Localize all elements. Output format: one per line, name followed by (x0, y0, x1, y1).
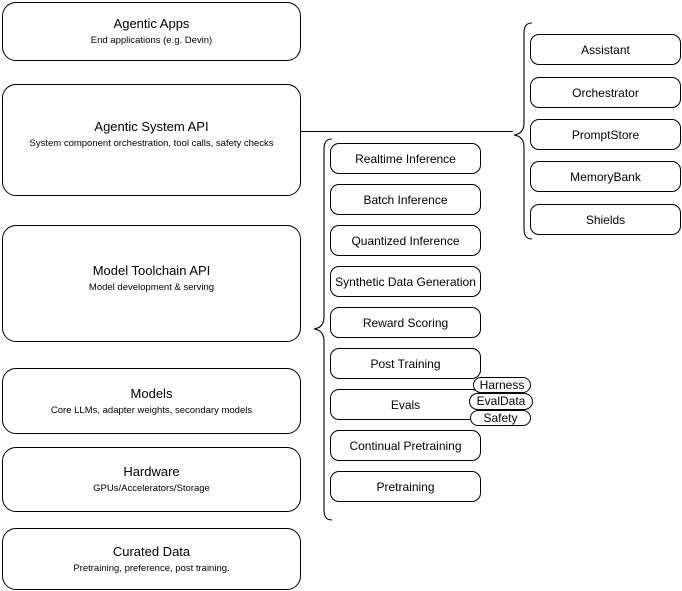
layer-title: Curated Data (112, 543, 191, 559)
component-box-assistant[interactable]: Assistant (530, 34, 681, 65)
evals-subitem-label: Harness (479, 377, 525, 392)
layer-box-curated-data[interactable]: Curated Data Pretraining, preference, po… (2, 528, 301, 590)
capability-box-pretraining[interactable]: Pretraining (330, 471, 481, 502)
capability-label: Quantized Inference (351, 233, 460, 248)
layer-text-block: Agentic Apps End applications (e.g. Devi… (91, 16, 212, 47)
component-box-shields[interactable]: Shields (530, 204, 681, 235)
component-box-memorybank[interactable]: MemoryBank (530, 161, 681, 192)
layer-subtitle: System component orchestration, tool cal… (29, 137, 274, 149)
layer-title: Agentic Apps (113, 16, 190, 31)
curly-brace-agentic-components (508, 22, 534, 240)
capability-box-reward-scoring[interactable]: Reward Scoring (330, 307, 481, 338)
layer-title: Hardware (123, 464, 180, 479)
evals-subitem-harness[interactable]: Harness (473, 377, 531, 393)
evals-subitem-label: Safety (483, 410, 518, 425)
evals-subitem-label: EvalData (476, 394, 526, 408)
capability-box-batch-inference[interactable]: Batch Inference (330, 184, 481, 215)
layer-title: Models (130, 385, 173, 401)
component-label: PromptStore (571, 127, 640, 142)
capability-label: Post Training (370, 356, 441, 371)
capability-box-continual-pretraining[interactable]: Continual Pretraining (330, 430, 481, 461)
capability-box-quantized-inference[interactable]: Quantized Inference (330, 225, 481, 256)
component-label: MemoryBank (570, 169, 641, 184)
layer-subtitle: Pretraining, preference, post training. (73, 562, 230, 574)
capability-label: Pretraining (376, 479, 435, 494)
layer-box-agentic-system-api[interactable]: Agentic System API System component orch… (2, 84, 301, 196)
evals-subitem-evaldata[interactable]: EvalData (469, 393, 533, 410)
capability-label: Realtime Inference (355, 151, 456, 166)
capability-box-realtime-inference[interactable]: Realtime Inference (330, 143, 481, 174)
layer-text-block: Agentic System API System component orch… (30, 119, 274, 150)
layer-box-agentic-apps[interactable]: Agentic Apps End applications (e.g. Devi… (2, 2, 301, 61)
capability-label: Evals (390, 397, 421, 412)
component-label: Orchestrator (572, 85, 639, 100)
layer-subtitle: GPUs/Accelerators/Storage (93, 483, 210, 494)
connector-line-agentic-system-to-components (301, 131, 513, 132)
evals-subitem-safety[interactable]: Safety (470, 410, 531, 426)
layer-subtitle: End applications (e.g. Devin) (90, 35, 213, 46)
capability-box-synthetic-data-generation[interactable]: Synthetic Data Generation (330, 266, 481, 297)
capability-label: Continual Pretraining (349, 438, 462, 453)
component-label: Shields (585, 212, 626, 227)
layer-box-hardware[interactable]: Hardware GPUs/Accelerators/Storage (2, 447, 301, 512)
layer-box-model-toolchain-api[interactable]: Model Toolchain API Model development & … (2, 225, 301, 342)
component-box-orchestrator[interactable]: Orchestrator (530, 77, 681, 108)
component-box-promptstore[interactable]: PromptStore (530, 119, 681, 150)
layer-subtitle: Model development & serving (88, 282, 215, 293)
capability-box-evals[interactable]: Evals (330, 389, 481, 420)
layer-text-block: Hardware GPUs/Accelerators/Storage (93, 464, 210, 495)
capability-label: Batch Inference (363, 192, 448, 207)
layer-text-block: Model Toolchain API Model development & … (89, 263, 214, 294)
capability-box-post-training[interactable]: Post Training (330, 348, 481, 379)
layer-subtitle: Core LLMs, adapter weights, secondary mo… (50, 404, 253, 416)
curly-brace-toolchain (308, 138, 334, 521)
layer-text-block: Models Core LLMs, adapter weights, secon… (51, 386, 252, 417)
layer-text-block: Curated Data Pretraining, preference, po… (73, 544, 229, 575)
capability-label: Reward Scoring (362, 315, 449, 330)
layer-title: Agentic System API (94, 118, 209, 134)
capability-label: Synthetic Data Generation (335, 274, 476, 289)
layer-box-models[interactable]: Models Core LLMs, adapter weights, secon… (2, 368, 301, 434)
layer-title: Model Toolchain API (92, 263, 211, 278)
component-label: Assistant (581, 42, 630, 57)
